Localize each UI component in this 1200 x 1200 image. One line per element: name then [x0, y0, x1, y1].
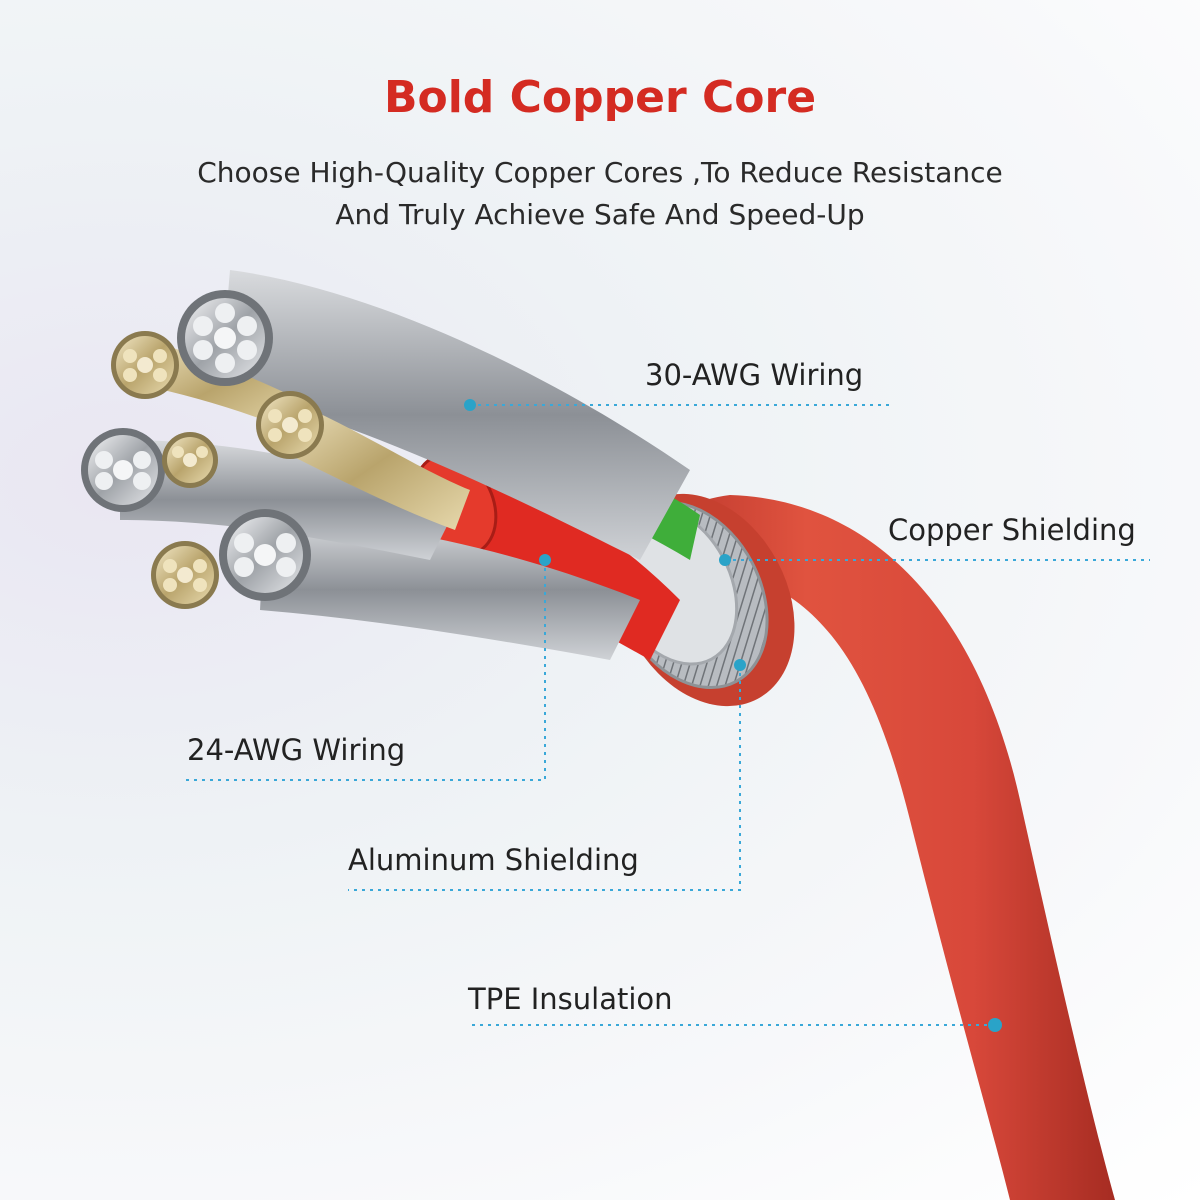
page-title: Bold Copper Core: [383, 72, 817, 123]
callout-24awg-wiring: 24-AWG Wiring: [187, 733, 406, 767]
callout-tpe-insulation: TPE Insulation: [468, 982, 673, 1016]
marker-dot-copper-shielding: [719, 554, 731, 566]
marker-dot-tpe-insulation: [988, 1018, 1002, 1032]
subtitle-line-1: Choose High-Quality Copper Cores ,To Red…: [197, 156, 1003, 189]
strand-bundle-main: [220, 270, 690, 560]
callout-copper-shielding: Copper Shielding: [888, 513, 1136, 547]
callout-aluminum-shielding: Aluminum Shielding: [348, 843, 639, 877]
marker-dot-24awg: [539, 554, 551, 566]
callout-30awg-wiring: 30-AWG Wiring: [645, 358, 864, 392]
silver-strand-end-top: [177, 290, 273, 386]
copper-strand-end-bottom: [151, 541, 219, 609]
marker-dot-30awg: [464, 399, 476, 411]
subtitle-line-2: And Truly Achieve Safe And Speed-Up: [335, 198, 865, 231]
marker-dots: [464, 399, 1002, 1032]
leader-lines: [185, 404, 1150, 1026]
marker-dot-aluminum-shielding: [734, 659, 746, 671]
leader-24awg: [185, 560, 546, 781]
copper-conductor-red: [280, 400, 470, 530]
leader-aluminum-shielding: [348, 665, 741, 891]
silver-strand-end-bottom: [219, 509, 311, 601]
silver-strand-end-left: [81, 428, 165, 512]
copper-strand-end-upper-left: [111, 331, 179, 399]
copper-strand-end-middle: [162, 432, 218, 488]
copper-strand-end-right: [256, 391, 324, 459]
